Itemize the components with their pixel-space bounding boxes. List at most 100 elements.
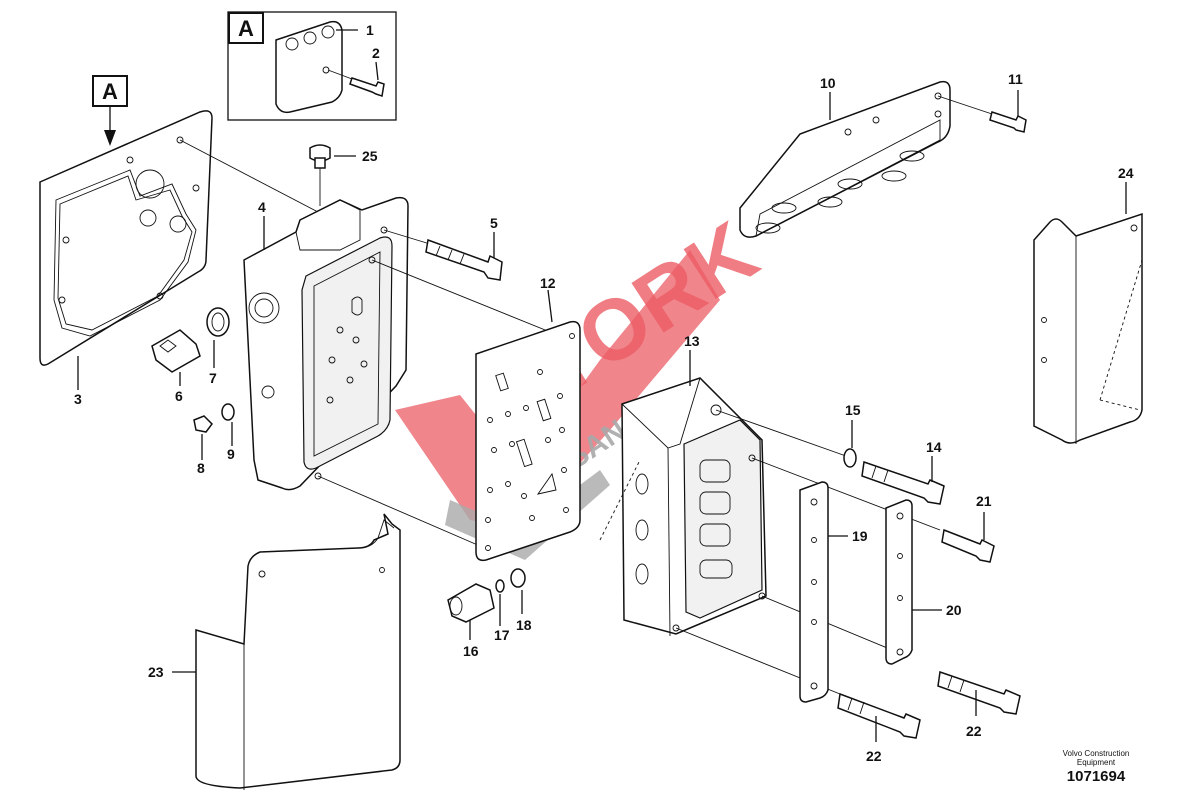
washer-9 [221, 403, 235, 421]
strip-20-hole-2 [897, 553, 903, 559]
seal-7 [206, 307, 230, 337]
gasket-bolt-hole-6 [156, 292, 164, 300]
valve-body-face [301, 236, 393, 470]
valve-body-hole-6 [326, 396, 334, 404]
bolt-14-thread-1 [871, 465, 877, 479]
valve-body-bolt-3 [314, 472, 322, 480]
bolt-5-thread-1 [435, 245, 441, 257]
callout-5: 5 [490, 215, 498, 231]
bolt-5-shape [425, 238, 503, 281]
valve-body-bolt-2 [368, 256, 376, 264]
bolt-14 [861, 460, 945, 505]
valve-body-4: 4 [243, 196, 561, 547]
cover-23-outline [195, 513, 401, 789]
leader-12 [547, 289, 553, 323]
plug-25: 25 [309, 144, 378, 206]
callout-18: 18 [516, 617, 532, 633]
block-valve-1 [699, 459, 731, 483]
cover-24-outline [1033, 212, 1143, 444]
plug-stem [314, 157, 326, 169]
valve-body-port-large [248, 292, 280, 324]
valve-body-hole-1 [336, 326, 344, 334]
strip-19-hole-3 [811, 579, 817, 585]
callout-14: 14 [926, 439, 942, 455]
strip-19-hole-4 [811, 619, 817, 625]
callout-11: 11 [1008, 71, 1023, 87]
callout-12: 12 [540, 275, 556, 291]
block-13-front-edge [667, 447, 671, 637]
drawing-number: 1071694 [1066, 768, 1126, 785]
bolt-22a-thread-1 [847, 697, 853, 711]
valve-body-bolt-1 [380, 226, 388, 234]
callout-6: 6 [175, 388, 183, 404]
callout-20: 20 [946, 602, 962, 618]
gasket-hole-mid-2 [169, 215, 187, 233]
cover-24: 24 [1033, 165, 1143, 444]
bracket-small-hole-2 [844, 128, 852, 136]
block-valve-4 [699, 559, 733, 579]
strip-20-hole-4 [896, 648, 904, 656]
callout-4: 4 [258, 199, 266, 215]
gasket-inner-outline-2 [57, 175, 193, 331]
bracket-bolt-hole-2 [934, 110, 942, 118]
brand-line-1: Volvo Construction [1062, 749, 1130, 758]
block-13-top-edge [621, 377, 701, 449]
plate-12-outline [475, 320, 581, 562]
cover-24-hole-3 [1041, 357, 1047, 363]
detail-hole-2 [303, 31, 317, 45]
plug-6 [151, 329, 201, 373]
callout-9: 9 [227, 446, 235, 462]
sensor-16 [447, 583, 495, 623]
strip-19-hole-5 [810, 682, 818, 690]
gasket-align-line [179, 139, 319, 213]
oring-17 [495, 579, 505, 593]
plate-triangle [536, 472, 557, 495]
strip-20-hole-1 [896, 512, 904, 520]
bolt-22a-thread-2 [859, 701, 865, 715]
washer-15 [843, 448, 857, 468]
sensor-16-group: 16 17 18 [447, 568, 532, 659]
drawing-footer: Volvo Construction Equipment 1071694 [1051, 749, 1141, 785]
plate-slot-1 [495, 372, 509, 392]
callout-22b: 22 [966, 723, 982, 739]
detail-view-a: A 1 2 [227, 11, 397, 121]
gasket-assembly: A 3 [39, 75, 319, 407]
bolt-22-upper: 22 [937, 670, 1021, 739]
detail-hole-3 [321, 25, 335, 39]
callout-8: 8 [197, 460, 205, 476]
gasket-bolt-hole-5 [58, 296, 66, 304]
callout-25: 25 [362, 148, 378, 164]
bracket-hole-4 [837, 178, 863, 190]
detail-label-text: A [238, 16, 254, 41]
callout-21: 21 [976, 493, 992, 509]
bolt-11 [989, 111, 1027, 133]
align-5 [383, 229, 431, 245]
leader-2 [375, 61, 379, 81]
block-valve-2 [699, 491, 731, 515]
valve-body-port-inner [254, 298, 274, 318]
block-port-2 [635, 519, 649, 541]
bolt-5-thread-3 [459, 253, 465, 265]
detail-hole-1 [285, 37, 299, 51]
seal-7-inner [211, 312, 225, 332]
bracket-hole-2 [771, 202, 797, 214]
separator-plate-12: 12 [475, 275, 581, 562]
bolt-5-thread-2 [447, 249, 453, 261]
bolt-22b-thread-1 [947, 675, 953, 689]
gasket-bolt-hole-3 [126, 156, 134, 164]
bracket-hole-6 [899, 150, 925, 162]
block-bolt-hole-3 [672, 624, 680, 632]
detail-plate [275, 20, 343, 114]
strip-19-outline [799, 481, 829, 703]
plug-head [309, 144, 331, 162]
bracket-10-outline [739, 80, 951, 238]
block-port-3 [635, 563, 649, 585]
detail-frame [227, 11, 397, 121]
valve-body-hole-3 [328, 356, 336, 364]
callout-1: 1 [366, 22, 374, 38]
strip-20-hole-3 [897, 595, 903, 601]
plug-6-group: 6 7 8 9 [151, 307, 235, 476]
valve-body-hole-2 [352, 336, 360, 344]
callout-3: 3 [74, 391, 82, 407]
cover-23-hole-1 [258, 570, 266, 578]
